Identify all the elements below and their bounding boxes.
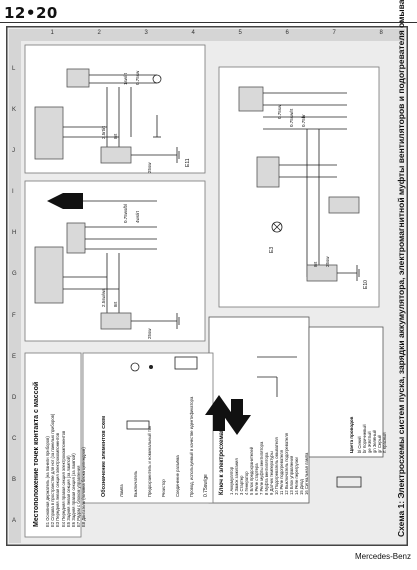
- color-code-list: bl Синий br Коричневый ge Жёлтый gn Зелё…: [357, 424, 387, 453]
- grid-row-label: B: [12, 477, 17, 484]
- grid-row-label: J: [12, 147, 15, 154]
- grid-row-label: E: [12, 353, 17, 360]
- grid-column-label: 8: [379, 30, 383, 36]
- wire-label: 25sw: [147, 162, 152, 173]
- symbol-legend-item: Выключатель: [133, 470, 138, 497]
- header-rule: [0, 22, 417, 23]
- symbol-legend-item: Соединение разъёма: [175, 455, 180, 497]
- grid-row-label: L: [12, 65, 16, 72]
- wire-example: 0.75sw/ge: [203, 474, 209, 497]
- color-code-item: rt Красный: [382, 432, 387, 453]
- starter-motor: [100, 146, 132, 164]
- wire-label: 8rt: [313, 261, 318, 267]
- symbol-legend-item: Предохранитель и номинальный ток: [147, 425, 152, 497]
- grid-column-label: 7: [332, 30, 336, 36]
- page-header: 12•20: [0, 0, 417, 26]
- wire-label: 8rt: [113, 301, 118, 307]
- arrow-marker: [47, 193, 63, 209]
- wire-label: 2.5sw/ws: [101, 288, 106, 307]
- junction-symbol: [149, 365, 153, 369]
- wire-label: 0.75sw: [135, 70, 140, 85]
- ground-ref-label: E10: [363, 280, 369, 289]
- color-code-title: Цвета проводов: [349, 416, 354, 453]
- grid-row-label: H: [12, 230, 17, 237]
- grid-row-label: K: [12, 106, 17, 113]
- top-left-diagram: [24, 44, 206, 174]
- resistor-symbol: [126, 420, 150, 430]
- symbol-legend-item: Лампа: [119, 484, 124, 497]
- arrow-down-icon: [223, 399, 251, 435]
- key-list: 1 Аккумулятор 2 Замок зажигания 3 Старте…: [229, 433, 309, 495]
- left-grid-band: [9, 29, 21, 543]
- symbol-legend-item: Резистор: [161, 479, 166, 497]
- top-grid-band: [9, 29, 405, 41]
- wire-label: 0.75sw: [277, 104, 282, 119]
- multi-connector-symbol: [336, 476, 362, 488]
- wire-label: 25sw: [325, 256, 330, 267]
- ground-ref-label: E3: [269, 246, 275, 253]
- grid-row-label: I: [12, 189, 14, 196]
- ground-point-item: E8 Двигатель (головка блока цилиндров): [81, 447, 87, 527]
- key-box: [208, 316, 384, 504]
- wiring-diagram: [6, 26, 408, 546]
- ground-points-box: [24, 352, 82, 538]
- grid-row-label: D: [12, 394, 17, 401]
- lamp-symbol: [130, 362, 140, 372]
- grid-row-label: C: [12, 436, 17, 443]
- diagram-sheet: Схема 1: Электросхемы систем пуска, заря…: [6, 0, 408, 546]
- symbols-legend-title: Обозначение элементов схем: [101, 415, 107, 497]
- symbols-legend-list: Лампа Выключатель Предохранитель и номин…: [115, 397, 199, 497]
- wire-label: 2.5rt/rt: [101, 125, 106, 139]
- ground-points-title: Местоположение точек контакта с массой: [33, 381, 40, 527]
- key-item: 16 Сигнальная лампа: [304, 452, 309, 495]
- wire-label: 8rt: [113, 133, 118, 139]
- grid-column-label: 3: [144, 30, 148, 36]
- grid-column-label: 2: [97, 30, 101, 36]
- wire-label: 0.75sw/rt: [289, 108, 294, 127]
- wire-label: 0.75ws/bl: [123, 203, 128, 223]
- heater-relay: [256, 156, 280, 188]
- wire-label: 4ws/rt: [135, 210, 140, 223]
- key-title: Ключ к электросхемам: [219, 427, 225, 495]
- fan-relay: [238, 86, 264, 112]
- diagram-caption: Схема 1: Электросхемы систем пуска, заря…: [396, 0, 406, 537]
- connector-block: [100, 312, 132, 330]
- starter-relay: [66, 68, 90, 88]
- grid-column-label: 5: [238, 30, 242, 36]
- grid-row-label: G: [12, 271, 17, 278]
- page-number: 12•20: [4, 4, 58, 22]
- grid-column-label: 6: [285, 30, 289, 36]
- grid-column-label: 4: [191, 30, 195, 36]
- wire-label: 0.75br: [301, 114, 306, 127]
- wire-label: 1sw/rt: [123, 72, 128, 85]
- middle-left-diagram: [24, 180, 206, 342]
- grid-row-label: F: [12, 312, 16, 319]
- grid-column-label: 1: [50, 30, 54, 36]
- alternator-block: [34, 246, 64, 304]
- ground-points-list: E1 Основная держатель (на панели приборо…: [45, 414, 87, 527]
- symbol-legend-item: Провод, используемый в качестве идентифи…: [189, 396, 194, 497]
- washer-heater: [306, 264, 338, 282]
- symbols-legend-box: [82, 352, 362, 504]
- fan-clutch: [328, 196, 360, 214]
- grid-row-label: A: [12, 518, 17, 525]
- footer-brand: Mercedes-Benz: [354, 552, 411, 561]
- wire-label: 25sw: [147, 328, 152, 339]
- battery-block: [34, 106, 64, 160]
- connector-symbol: [174, 356, 198, 370]
- regulator: [66, 222, 86, 254]
- ground-ref-label: E11: [185, 158, 191, 167]
- right-diagram: [218, 66, 380, 308]
- arrow-up-icon: [205, 395, 233, 431]
